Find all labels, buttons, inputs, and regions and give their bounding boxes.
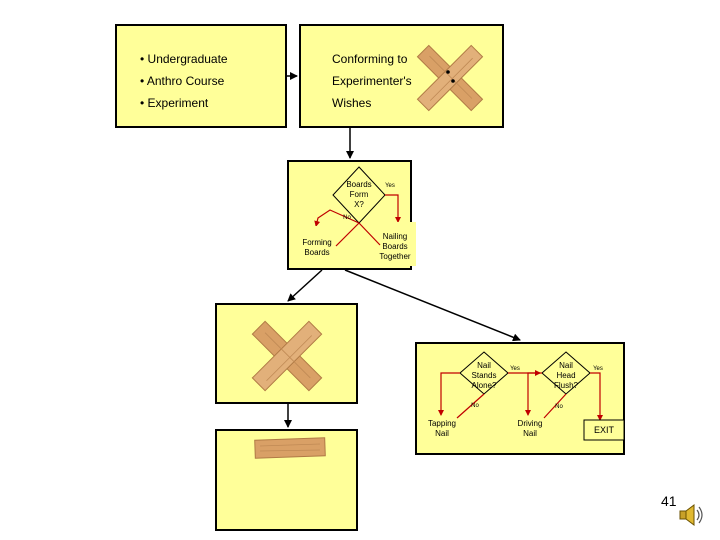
stands-line-1: Nail (477, 361, 491, 370)
driving-line-2: Nail (523, 429, 537, 438)
conforming-line: Conforming to (332, 52, 408, 66)
decision-text-boards-form-x: Boards Form X? (337, 180, 381, 210)
flow-no-branch (314, 209, 360, 227)
action-forming-boards (298, 226, 336, 262)
top-left-box: • Undergraduate • Anthro Course • Experi… (115, 24, 287, 128)
no-label-flush: No (555, 404, 563, 410)
tapping-line-2: Nail (435, 429, 449, 438)
stands-line-3: Alone? (471, 381, 497, 390)
decision-text-nail-stands-alone: Nail Stands Alone? (462, 361, 506, 391)
flow-yes-back (358, 222, 381, 246)
slide-number: 41 (661, 493, 677, 509)
forming-line-1: Forming (302, 238, 332, 247)
forming-line-2: Boards (304, 248, 330, 257)
flow-no-to-driving (525, 372, 542, 416)
flow-yes-branch (385, 194, 401, 223)
nailing-line-3: Together (379, 252, 411, 261)
flow-no-back (335, 222, 360, 247)
flow-yes-to-exit (590, 372, 603, 421)
nailing-line-1: Nailing (382, 232, 408, 241)
action-text-driving-nail: Driving Nail (508, 419, 552, 439)
flow-tapping-back (456, 393, 485, 419)
bullet-undergraduate: • Undergraduate (140, 52, 228, 66)
action-nailing-boards (374, 222, 416, 266)
speaker-icon (679, 504, 703, 526)
bullet-anthro-course: • Anthro Course (140, 74, 225, 88)
wishes-line: Wishes (332, 96, 372, 110)
arrow-middle-to-bottom-right (344, 269, 521, 342)
wood-board-icon (254, 437, 326, 459)
flush-line-2: Head (556, 371, 576, 380)
bullet-experiment: • Experiment (140, 96, 209, 110)
crossed-boards-icon (416, 44, 484, 112)
action-text-nailing-boards: Nailing Boards Together (372, 232, 418, 262)
decision-line-3: X? (354, 200, 364, 209)
action-text-forming-boards: Forming Boards (298, 238, 336, 258)
action-text-tapping-nail: Tapping Nail (420, 419, 464, 439)
flush-line-1: Nail (559, 361, 573, 370)
flow-driving-back (543, 393, 567, 419)
stands-line-2: Stands (471, 371, 497, 380)
exit-box (583, 419, 625, 441)
decision-line-2: Form (349, 190, 369, 199)
yes-label-stands: Yes (510, 366, 520, 372)
nailing-line-2: Boards (382, 242, 408, 251)
flow-no-to-tapping (438, 372, 460, 416)
driving-line-1: Driving (517, 419, 543, 428)
decision-text-nail-head-flush: Nail Head Flush? (544, 361, 588, 391)
experimenters-line: Experimenter's (332, 74, 412, 88)
tapping-line-1: Tapping (427, 419, 457, 428)
flush-line-3: Flush? (553, 381, 578, 390)
crossed-boards-icon (251, 320, 323, 392)
no-label-stands: No (471, 403, 479, 409)
no-label-middle: No (343, 215, 351, 221)
exit-label: EXIT (593, 425, 614, 435)
top-right-box: Conforming to Experimenter's Wishes (299, 24, 504, 128)
arrow-middle-to-bottom-left (287, 269, 323, 302)
yes-label-middle: Yes (385, 183, 395, 189)
decision-line-1: Boards (346, 180, 372, 189)
yes-label-flush: Yes (593, 366, 603, 372)
